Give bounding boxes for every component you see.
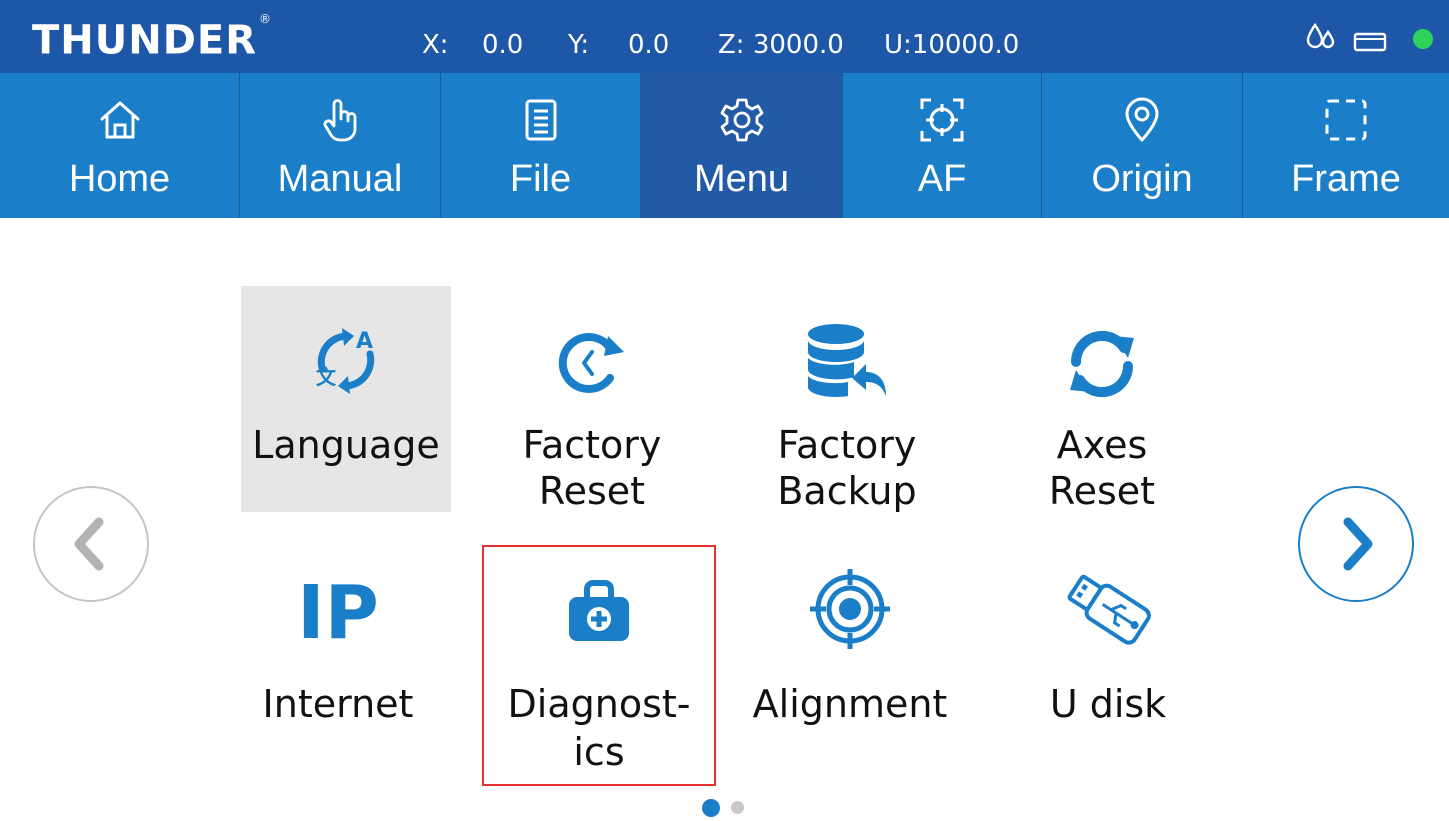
chevron-right-icon	[1343, 517, 1373, 571]
svg-text:A: A	[356, 329, 373, 354]
x-axis-value: 0.0	[482, 30, 524, 60]
menu-item-axes-reset[interactable]: Axes Reset	[997, 286, 1207, 513]
menu-item-factory-reset[interactable]: Factory Reset	[487, 286, 697, 513]
frame-dashed-icon	[1324, 97, 1368, 143]
tab-menu-label: Menu	[693, 158, 790, 200]
menu-item-language[interactable]: A 文 Language	[241, 286, 451, 512]
menu-item-label-line1: Factory	[522, 423, 662, 467]
logo-text: THUNDER	[32, 17, 258, 64]
y-axis-label: Y:	[568, 30, 590, 60]
z-axis-readout: Z: 3000.0	[718, 30, 844, 60]
page-dot	[731, 801, 744, 814]
tab-af-label: AF	[917, 158, 967, 200]
menu-item-label: U disk	[1049, 682, 1167, 726]
menu-item-label: Alignment	[752, 682, 948, 726]
database-backup-icon	[742, 322, 952, 402]
menu-item-factory-backup[interactable]: Factory Backup	[742, 286, 952, 513]
menu-item-label-line2: ics	[573, 730, 625, 774]
hand-pointer-icon	[320, 97, 360, 143]
autofocus-crosshair-icon	[919, 97, 965, 143]
water-drops-icon	[1306, 22, 1335, 49]
y-axis-value: 0.0	[628, 30, 670, 60]
page-dot-active	[702, 799, 720, 817]
tab-home[interactable]: Home	[0, 73, 240, 218]
status-dot-icon	[1413, 29, 1433, 49]
menu-item-label-line1: Factory	[777, 423, 917, 467]
main-nav: Home Manual File Menu	[0, 73, 1449, 218]
chevron-left-icon	[74, 517, 104, 571]
medical-kit-icon	[484, 577, 714, 645]
menu-item-internet[interactable]: IP Internet	[233, 545, 443, 785]
status-bar: THUNDER® X: 0.0 Y: 0.0 Z: 3000.0 U:10000…	[0, 0, 1449, 73]
file-list-icon	[524, 97, 558, 143]
gear-icon	[719, 97, 765, 143]
tab-frame[interactable]: Frame	[1243, 73, 1449, 218]
u-axis-readout: U:10000.0	[884, 30, 1020, 60]
previous-page-button[interactable]	[33, 486, 149, 602]
menu-item-u-disk[interactable]: U disk	[1003, 545, 1213, 785]
tab-manual-label: Manual	[277, 158, 403, 200]
menu-item-label-line1: Diagnost-	[507, 682, 691, 726]
menu-item-diagnostics[interactable]: Diagnost- ics	[482, 545, 716, 786]
next-page-button[interactable]	[1298, 486, 1414, 602]
tab-file[interactable]: File	[441, 73, 641, 218]
target-icon	[745, 567, 955, 651]
menu-item-label-line1: Axes	[1056, 423, 1148, 467]
menu-item-alignment[interactable]: Alignment	[745, 545, 955, 785]
tab-home-label: Home	[68, 158, 171, 200]
menu-item-label-line2: Backup	[777, 469, 917, 513]
tab-file-label: File	[509, 158, 572, 200]
svg-text:文: 文	[316, 365, 337, 389]
brand-logo: THUNDER®	[32, 12, 273, 63]
menu-item-label: Language	[252, 423, 440, 467]
location-pin-icon	[1123, 97, 1161, 143]
clock-reset-icon	[487, 326, 697, 400]
tab-origin-label: Origin	[1091, 158, 1193, 200]
status-indicators	[1289, 0, 1449, 73]
menu-item-label-line2: Reset	[1048, 469, 1156, 513]
ip-icon: IP	[297, 570, 379, 656]
card-icon	[1353, 32, 1387, 52]
home-icon	[97, 97, 143, 143]
tab-af[interactable]: AF	[843, 73, 1042, 218]
refresh-icon	[997, 324, 1207, 404]
tab-menu[interactable]: Menu	[641, 73, 843, 218]
tab-origin[interactable]: Origin	[1042, 73, 1243, 218]
registered-mark: ®	[259, 12, 273, 26]
translate-icon: A 文	[241, 320, 451, 400]
tab-manual[interactable]: Manual	[240, 73, 441, 218]
menu-item-label: Internet	[262, 682, 414, 726]
tab-frame-label: Frame	[1291, 158, 1401, 200]
menu-item-label-line2: Reset	[538, 469, 646, 513]
x-axis-label: X:	[422, 30, 449, 60]
usb-drive-icon	[1003, 569, 1213, 649]
